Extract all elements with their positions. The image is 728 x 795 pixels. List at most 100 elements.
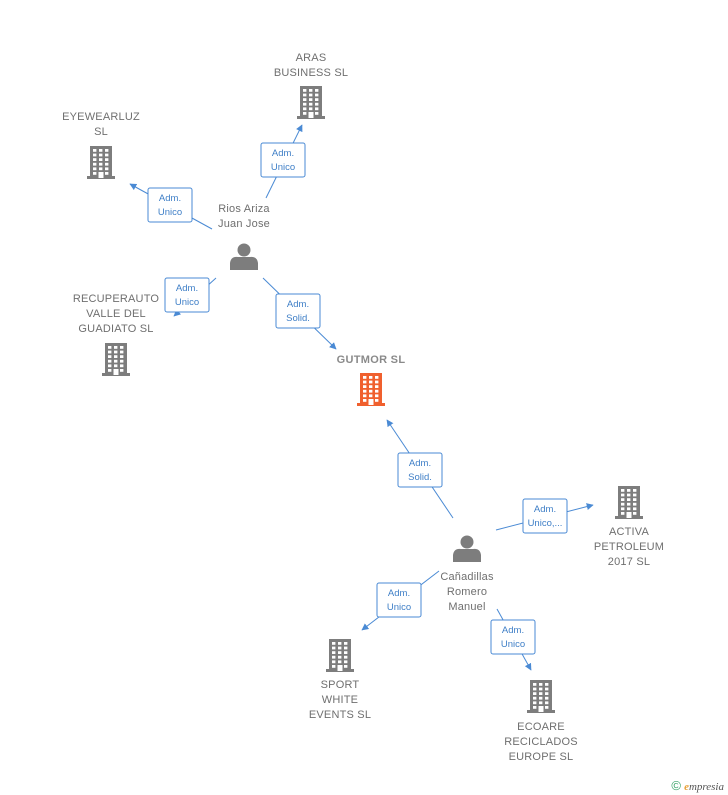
edge-label-line: Unico <box>158 207 182 218</box>
edge-label-line: Unico,... <box>528 518 563 529</box>
building-window <box>332 646 336 650</box>
building-window <box>332 660 336 664</box>
building-window <box>120 364 124 368</box>
person-body <box>230 256 258 270</box>
node-label-line: PETROLEUM <box>594 541 664 553</box>
building-window <box>108 369 112 372</box>
edge-label-line: Unico <box>175 297 199 308</box>
building-door <box>308 112 314 118</box>
edge-canadillas-to-sport: Adm. Unico <box>361 570 440 631</box>
building-window <box>120 350 124 354</box>
edge-label-box[interactable] <box>522 498 568 534</box>
building-window <box>93 162 97 166</box>
edge-label-box[interactable] <box>376 582 422 618</box>
brand-name: mpresia <box>688 781 724 793</box>
copyright-symbol: © <box>671 778 681 793</box>
building-window <box>545 683 549 686</box>
building-window <box>633 502 637 506</box>
building-window <box>539 687 543 691</box>
building-window <box>627 498 631 501</box>
building-window <box>93 167 97 171</box>
person-icon <box>453 535 481 562</box>
building-window <box>105 149 109 152</box>
edge-label-line: Unico <box>387 602 411 613</box>
edge-label-line: Unico <box>501 639 525 650</box>
edge-label-box[interactable] <box>147 187 193 223</box>
building-window <box>363 389 367 393</box>
building-window <box>338 651 342 654</box>
building-window <box>93 172 97 175</box>
building-window <box>120 346 124 349</box>
edge-canadillas-to-activa: Adm.Unico,... <box>495 498 594 534</box>
node-label-line: 2017 SL <box>608 556 650 568</box>
building-icon <box>615 486 643 519</box>
building-window <box>621 489 625 492</box>
building-icon <box>527 680 555 713</box>
building-window <box>99 167 103 171</box>
edge-label-line: Adm. <box>409 458 431 469</box>
building-window <box>369 385 373 388</box>
edge-label-line: Adm. <box>388 588 410 599</box>
building-window <box>315 102 319 106</box>
building-window <box>99 149 103 152</box>
node-label-line: SPORT <box>321 679 360 691</box>
building-window <box>369 394 373 398</box>
building-window <box>621 493 625 497</box>
node-gutmor[interactable]: GUTMOR SL <box>337 354 406 406</box>
building-icon <box>326 639 354 672</box>
node-label-line: EYEWEARLUZ <box>62 111 140 123</box>
building-window <box>93 153 97 157</box>
building-window <box>633 512 637 515</box>
building-window <box>363 380 367 384</box>
building-window <box>375 399 379 402</box>
building-window <box>545 701 549 705</box>
building-window <box>93 149 97 152</box>
building-window <box>303 112 307 115</box>
building-window <box>105 153 109 157</box>
edge-label-line: Unico <box>271 162 295 173</box>
building-window <box>633 493 637 497</box>
edge-canadillas-to-ecoare: Adm.Unico <box>490 608 536 671</box>
node-label-line: WHITE <box>322 694 358 706</box>
building-window <box>315 93 319 97</box>
building-window <box>303 102 307 106</box>
building-window <box>363 376 367 379</box>
building-window <box>633 498 637 501</box>
edge-label-box[interactable] <box>260 142 306 178</box>
edge-label-box[interactable] <box>275 293 321 329</box>
building-window <box>533 687 537 691</box>
building-window <box>533 683 537 686</box>
building-window <box>533 692 537 695</box>
building-window <box>105 158 109 161</box>
edge-label-box[interactable] <box>397 452 443 488</box>
edge-rios-to-eyewear: Adm.Unico <box>129 183 213 230</box>
building-window <box>332 642 336 645</box>
building-window <box>114 359 118 363</box>
building-window <box>105 162 109 166</box>
edge-label-box[interactable] <box>164 277 210 313</box>
building-window <box>332 665 336 668</box>
building-window <box>539 692 543 695</box>
person-head <box>237 243 251 257</box>
building-window <box>338 646 342 650</box>
building-window <box>363 399 367 402</box>
building-window <box>120 359 124 363</box>
edge-label-box[interactable] <box>490 619 536 655</box>
building-window <box>621 507 625 511</box>
building-window <box>344 651 348 654</box>
building-window <box>120 369 124 372</box>
building-window <box>309 102 313 106</box>
node-label-line: Rios Ariza <box>218 203 270 215</box>
building-window <box>545 696 549 700</box>
node-label-line: Juan Jose <box>218 218 270 230</box>
